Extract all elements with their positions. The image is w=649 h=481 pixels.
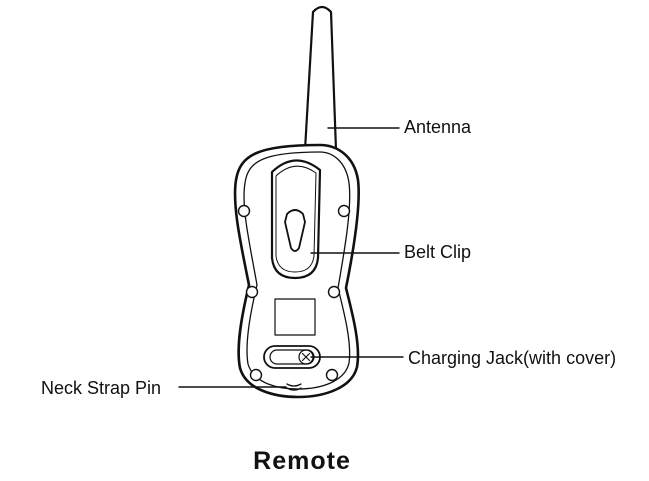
charging-jack-label: Charging Jack(with cover) xyxy=(408,348,617,368)
leader-lines xyxy=(178,127,404,388)
label-panel xyxy=(274,298,316,336)
antenna xyxy=(302,5,339,154)
diagram-caption: Remote xyxy=(253,447,351,475)
belt-clip-label: Belt Clip xyxy=(404,242,472,262)
belt-clip xyxy=(270,159,322,280)
neck-strap-pin-label: Neck Strap Pin xyxy=(41,378,162,398)
neck-strap-pin xyxy=(286,383,302,391)
body-screws xyxy=(237,204,351,382)
antenna-label: Antenna xyxy=(404,117,472,137)
